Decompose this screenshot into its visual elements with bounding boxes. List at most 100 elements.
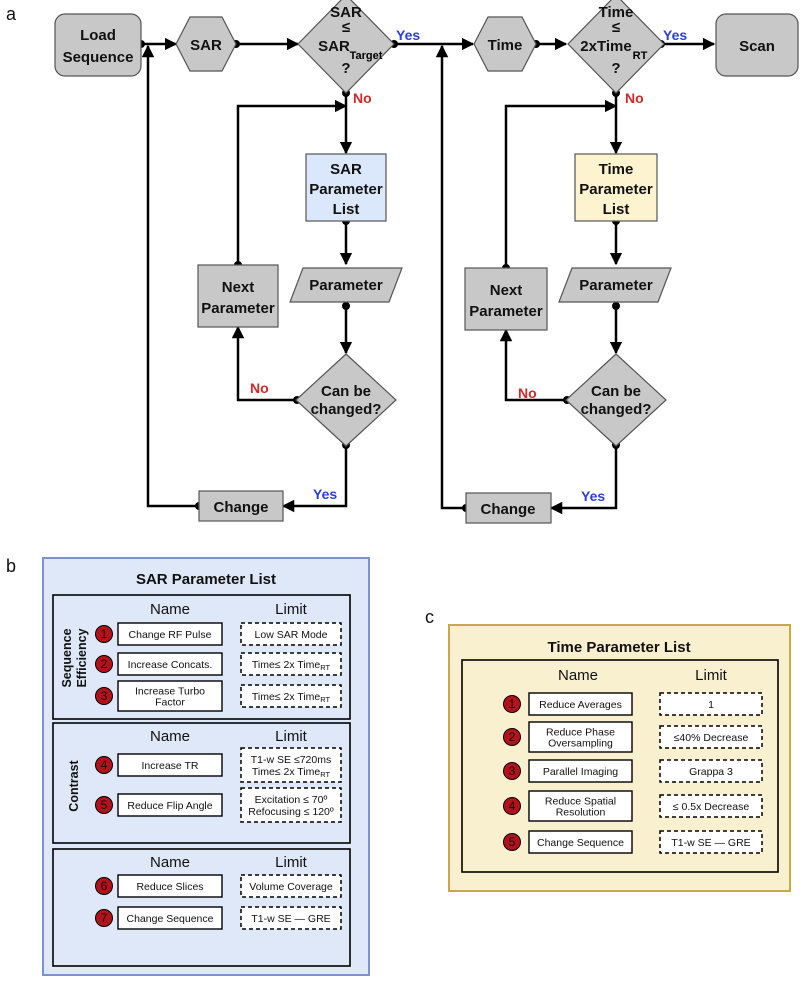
panel-label-b: b [6, 556, 16, 576]
sar-name-header: Name [150, 601, 190, 618]
number-badge-label: 1 [509, 697, 516, 711]
time-parameter-list-node: Time Parameter List [574, 153, 658, 222]
sar-calc-node: SAR [175, 16, 237, 72]
svg-text:List: List [603, 201, 630, 218]
parameter-limit-box [659, 794, 763, 818]
svg-text:SAR: SAR [330, 4, 362, 21]
time-yes-label: Yes [663, 27, 687, 43]
parameter-limit: Time≤ 2x TimeRT [252, 659, 331, 672]
number-badge [503, 833, 521, 851]
scan-label: Scan [739, 38, 775, 55]
number-badge-label: 1 [101, 627, 108, 641]
parameter-limit: Time≤ 2x TimeRT [252, 691, 331, 704]
parameter-limit: Refocusing ≤ 120º [248, 806, 334, 818]
svg-text:Change: Change [213, 499, 268, 516]
time-list-title: Time Parameter List [547, 639, 690, 656]
number-badge [95, 655, 113, 673]
svg-text:2xTime: 2xTime [580, 38, 631, 55]
svg-text:Next: Next [490, 282, 523, 299]
number-badge-label: 4 [101, 758, 108, 772]
number-badge-label: 2 [509, 730, 516, 744]
parameter-name: Change RF Pulse [129, 629, 212, 641]
sar-group-label-contrast: Contrast [67, 759, 81, 811]
svg-text:Parameter: Parameter [309, 181, 383, 198]
svg-text:≤: ≤ [342, 19, 350, 36]
number-badge-label: 5 [101, 798, 108, 812]
sar-parameter-node: Parameter [289, 267, 403, 303]
parameter-name-box [528, 721, 633, 753]
number-badge [95, 877, 113, 895]
parameter-limit: ≤40% Decrease [674, 732, 749, 744]
sar-group-label-line1: Sequence [60, 628, 74, 687]
sar-group-label-line2: Efficiency [75, 628, 89, 687]
number-badge-label: 5 [509, 835, 516, 849]
parameter-limit: Time≤ 2x TimeRT [252, 766, 331, 779]
sar-can-be-changed-node: Can be changed? [295, 353, 397, 447]
parameter-name: Increase Concats. [128, 659, 213, 671]
parameter-limit: T1-w SE — GRE [671, 837, 750, 849]
parameter-limit: Excitation ≤ 70º [255, 794, 328, 806]
svg-text:?: ? [611, 60, 620, 77]
parameter-name: Factor [155, 697, 185, 709]
parameter-name: Parallel Imaging [543, 766, 618, 778]
parameter-limit: T1-w SE — GRE [251, 913, 330, 925]
sar-row-1: 1 Change RF Pulse Low SAR Mode [95, 622, 342, 646]
number-badge-label: 3 [509, 764, 516, 778]
parameter-limit-box [240, 622, 342, 646]
parameter-limit-box [659, 759, 763, 783]
parameter-limit-box [240, 874, 342, 898]
sar-no-label: No [353, 90, 372, 106]
parameter-limit: ≤ 0.5x Decrease [673, 801, 750, 813]
parameter-name-box [117, 753, 223, 777]
svg-text:Change: Change [480, 501, 535, 518]
svg-text:Limit: Limit [275, 728, 308, 745]
sar-next-parameter-node: Next Parameter [197, 264, 279, 328]
svg-text:Can be: Can be [321, 383, 371, 400]
parameter-limit-box [240, 787, 342, 823]
parameter-name-box [117, 680, 223, 712]
time-change-no-label: No [518, 385, 537, 401]
parameter-name: Reduce Flip Angle [127, 800, 212, 812]
svg-text:≤: ≤ [612, 19, 620, 36]
flow-edges [141, 37, 716, 515]
svg-text:Next: Next [222, 279, 255, 296]
number-badge-label: 4 [509, 799, 516, 813]
load-sequence-node: Load Sequence [54, 13, 142, 77]
sar-check-node: SAR ≤ SAR Target ? [297, 0, 395, 94]
sar-yes-label: Yes [396, 27, 420, 43]
parameter-name: Reduce Phase [546, 727, 615, 739]
svg-text:SAR: SAR [330, 161, 362, 178]
svg-text:Name: Name [150, 728, 190, 745]
parameter-limit-box [240, 652, 342, 676]
svg-text:changed?: changed? [581, 401, 652, 418]
parameter-name-box [528, 692, 633, 716]
load-sequence-line1: Load [80, 27, 116, 44]
number-badge [95, 625, 113, 643]
number-badge-label: 2 [101, 657, 108, 671]
parameter-limit-box [659, 692, 763, 716]
svg-text:Parameter: Parameter [309, 277, 383, 294]
parameter-limit-box [240, 684, 342, 708]
panel-label-a: a [6, 4, 17, 24]
time-next-parameter-node: Next Parameter [464, 267, 548, 331]
parameter-name: Increase Turbo [135, 686, 205, 698]
number-badge [503, 762, 521, 780]
parameter-limit: Low SAR Mode [255, 629, 328, 641]
svg-text:Time: Time [599, 4, 634, 21]
parameter-name-box [528, 830, 633, 854]
number-badge [95, 687, 113, 705]
svg-text:Parameter: Parameter [579, 277, 653, 294]
svg-text:SAR: SAR [318, 38, 350, 55]
parameter-name: Reduce Averages [539, 699, 622, 711]
parameter-name-box [117, 906, 223, 930]
svg-text:Name: Name [150, 854, 190, 871]
svg-text:?: ? [341, 60, 350, 77]
number-badge [95, 756, 113, 774]
